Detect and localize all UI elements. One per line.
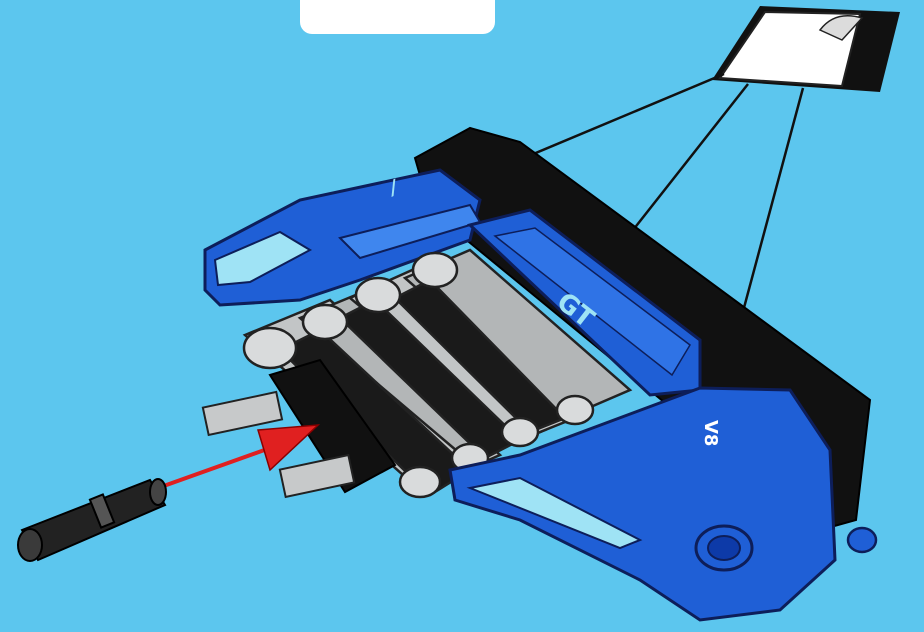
sticker-sheet-icon: [712, 6, 900, 92]
axle-pin-icon: [18, 479, 166, 561]
side-decal-label: V8: [700, 420, 721, 446]
